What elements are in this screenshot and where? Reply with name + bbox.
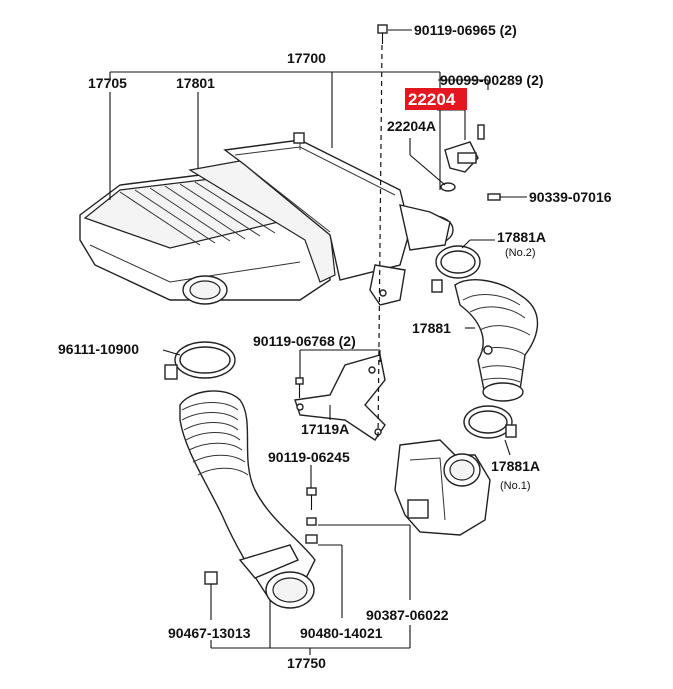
label-no2: (No.2) — [505, 247, 536, 259]
bolt-stack — [305, 487, 318, 544]
clip-icon — [487, 193, 501, 201]
part-labels: 90119-06965 (2) 17700 17705 17801 90099-… — [58, 22, 612, 671]
label-90480: 90480-14021 — [300, 625, 383, 641]
leader-lines — [109, 29, 527, 655]
label-90467: 90467-13013 — [168, 625, 251, 641]
airflow-sensor — [440, 124, 485, 192]
hose-clamp-no1 — [463, 405, 517, 439]
bolt-icon — [295, 377, 304, 398]
air-cleaner-case — [79, 132, 454, 306]
label-90099: 90099-00289 (2) — [440, 72, 544, 88]
label-17700: 17700 — [287, 50, 326, 66]
hose-clamp-no2 — [431, 245, 481, 293]
label-06768: 90119-06768 (2) — [253, 333, 356, 349]
label-bolt-top: 90119-06965 (2) — [414, 22, 517, 38]
label-17881a-no1: 17881A — [491, 458, 540, 474]
label-96111: 96111-10900 — [58, 341, 139, 357]
bolt-icon — [377, 24, 388, 44]
label-22204-highlight: 22204 — [408, 90, 456, 109]
highlight-box — [405, 88, 467, 110]
alignment-line — [377, 44, 383, 441]
throttle-body — [394, 439, 491, 536]
label-22204a: 22204A — [387, 118, 436, 134]
label-90339: 90339-07016 — [529, 189, 612, 205]
intake-hose-17750 — [179, 390, 316, 609]
label-17881: 17881 — [412, 320, 451, 336]
label-06245: 90119-06245 — [268, 449, 350, 465]
label-17801: 17801 — [176, 75, 215, 91]
hose-clamp-96111 — [164, 341, 236, 380]
label-17705: 17705 — [88, 75, 127, 91]
label-17881a-no2: 17881A — [497, 229, 546, 245]
label-no1: (No.1) — [500, 480, 531, 492]
label-17750: 17750 — [287, 655, 326, 671]
label-17119a: 17119A — [301, 421, 349, 437]
label-90387: 90387-06022 — [366, 607, 449, 623]
intake-hose-17881 — [454, 279, 539, 402]
